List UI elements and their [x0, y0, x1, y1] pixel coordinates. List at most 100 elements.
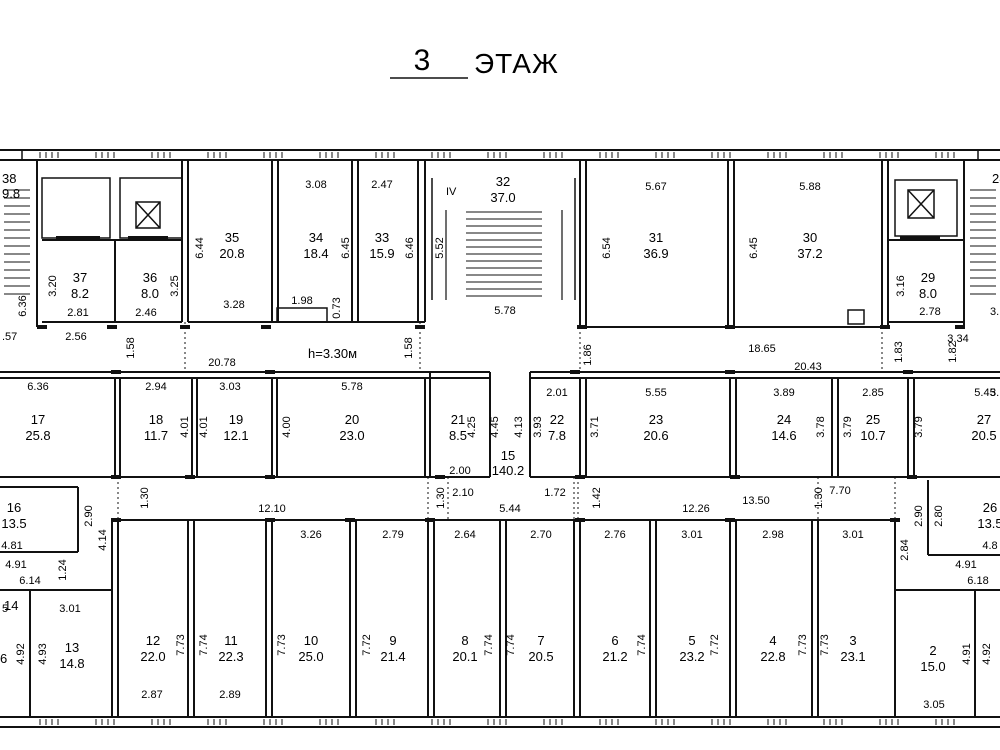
dimension: 5.67: [645, 181, 666, 193]
dimension: 7.72: [709, 634, 721, 655]
dimension: 2.56: [65, 331, 86, 343]
dimension: 4.93: [37, 643, 49, 664]
room-label: 227.8: [548, 412, 566, 443]
dimension: 3.16: [895, 275, 907, 296]
room-area: 21.2: [602, 649, 627, 664]
room-area: 20.5: [971, 428, 996, 443]
upper-block-walls: [36, 160, 965, 328]
dimension: 2.46: [135, 307, 156, 319]
dimension: 7.74: [198, 634, 210, 655]
room-area: 8.2: [71, 286, 89, 301]
dimension: 5.55: [645, 387, 666, 399]
room-label: 378.2: [71, 270, 89, 301]
dimension: 6.18: [967, 575, 988, 587]
dimension: 2.47: [371, 179, 392, 191]
room-number: 25: [866, 412, 880, 427]
dimension: 3.89: [773, 387, 794, 399]
room-area: 23.1: [840, 649, 865, 664]
dimension: 2.64: [454, 529, 475, 541]
room-area: 8.0: [141, 286, 159, 301]
dimension: 7.74: [636, 634, 648, 655]
dimension: 4.13: [513, 416, 525, 437]
room-number: 7: [537, 633, 544, 648]
dimension: 2.01: [546, 387, 567, 399]
room-area: 25.8: [25, 428, 50, 443]
dimension: 18.65: [748, 343, 776, 355]
room-area: 20.5: [528, 649, 553, 664]
room-number: 22: [550, 412, 564, 427]
room-area: 22.3: [218, 649, 243, 664]
dimension: 2.89: [219, 689, 240, 701]
dimension: 5.52: [434, 237, 446, 258]
room-area: 15.0: [920, 659, 945, 674]
dimension: 3.26: [300, 529, 321, 541]
room-label: 218.5: [449, 412, 467, 443]
room-label: 422.8: [760, 633, 785, 664]
room-label: 298.0: [919, 270, 937, 301]
room-number: 4: [769, 633, 776, 648]
dimension: 6.45: [748, 237, 760, 258]
room-area: 11.7: [144, 428, 168, 443]
dimension: 1.72: [544, 487, 565, 499]
room-area: 9.8: [2, 186, 20, 201]
window-marks-top: [39, 152, 955, 158]
floor-word: ЭТАЖ: [474, 48, 559, 79]
room-area: 14.6: [771, 428, 796, 443]
dimension: 4.25: [466, 416, 478, 437]
elevator-shaft-right: [907, 189, 935, 219]
dimension: 3.01: [681, 529, 702, 541]
corridor-dotted-lines: [117, 322, 896, 520]
room-number: 5: [688, 633, 695, 648]
dimension: 3.28: [223, 299, 244, 311]
dimension: 7.74: [505, 634, 517, 655]
dimension: 13.50: [742, 495, 770, 507]
room-number: 29: [921, 270, 935, 285]
dimension: 12.26: [682, 503, 710, 515]
dimension: 2.70: [530, 529, 551, 541]
dimension: 3.71: [589, 416, 601, 437]
dimension: 1.30: [139, 487, 151, 508]
dimension: 1.82: [947, 341, 959, 362]
dimension: 2.81: [67, 307, 88, 319]
dimension: .57: [2, 331, 17, 343]
room-area: 20.8: [219, 246, 244, 261]
dimension: 3.93: [532, 416, 544, 437]
dimension: 4.91: [955, 559, 976, 571]
room-label: 720.5: [528, 633, 553, 664]
ceiling-height-note: h=3.30м: [308, 346, 357, 361]
dimension: 2.98: [762, 529, 783, 541]
room-number: 21: [451, 412, 465, 427]
dimension: 2.10: [452, 487, 473, 499]
room-area: 21.4: [380, 649, 405, 664]
dimension: 3.: [990, 306, 999, 318]
room-area: 22.0: [140, 649, 165, 664]
dimension: 3.03: [219, 381, 240, 393]
dimension: 4.91: [5, 559, 26, 571]
floor-number: 3: [414, 44, 431, 77]
room-number: 18: [149, 412, 163, 427]
middle-band-walls: [0, 371, 1000, 478]
room-number: 36: [143, 270, 157, 285]
floor-title: 3 ЭТАЖ: [390, 44, 559, 79]
dimension: 4.92: [15, 643, 27, 664]
room-number: 30: [803, 230, 817, 245]
dimension: 3.: [990, 387, 999, 399]
room-area: 7.8: [548, 428, 566, 443]
window-marks-bottom: [39, 719, 955, 725]
dimension: 2.00: [449, 465, 470, 477]
dimension: 2.79: [382, 529, 403, 541]
dimension: 1.86: [582, 344, 594, 365]
room-label: 323.1: [840, 633, 865, 664]
